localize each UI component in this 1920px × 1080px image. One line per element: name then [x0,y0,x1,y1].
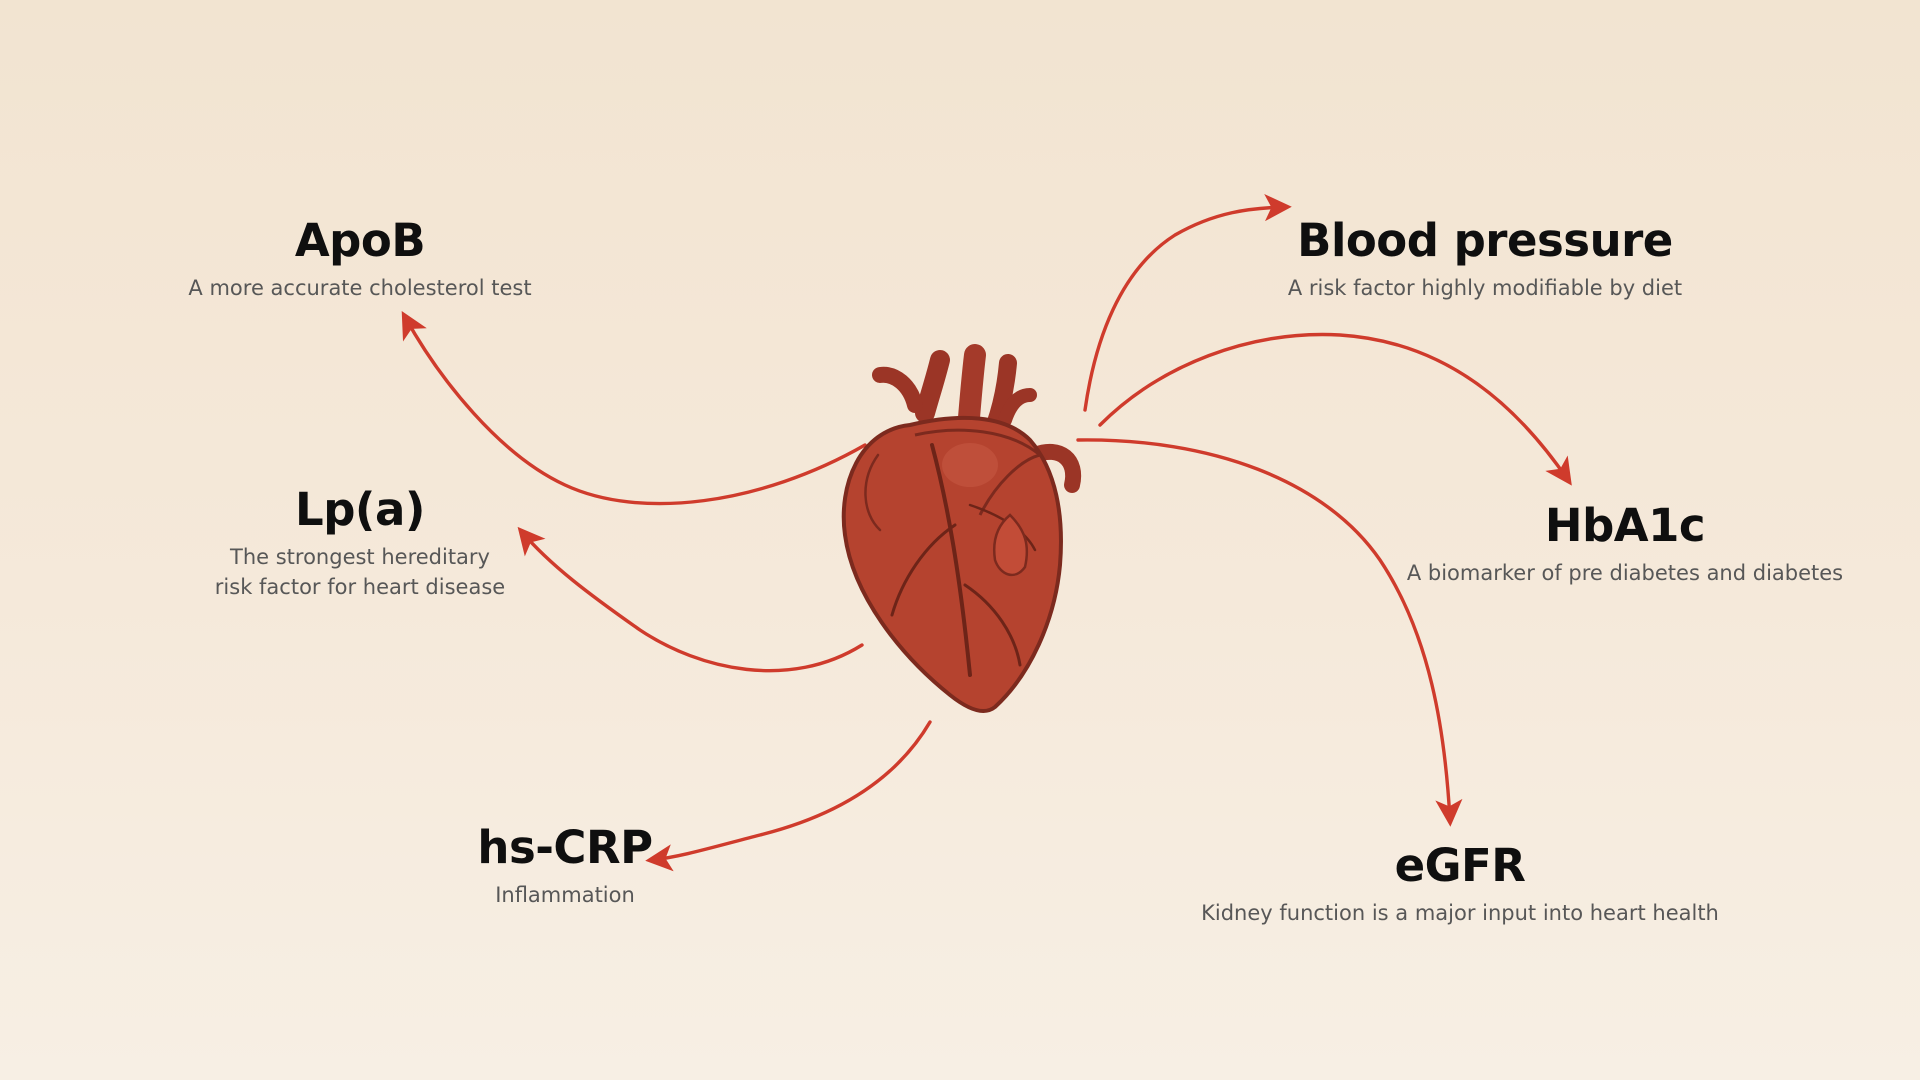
biomarker-hba1c: HbA1c A biomarker of pre diabetes and di… [1390,503,1860,588]
biomarker-apob: ApoB A more accurate cholesterol test [160,218,560,303]
arrow-to-hba1c [1098,332,1572,486]
biomarker-description: A more accurate cholesterol test [188,276,532,300]
biomarker-description: Inflammation [495,883,635,907]
arrow-to-egfr [1076,438,1463,827]
arrow-to-hscrp [645,720,932,872]
biomarker-title: ApoB [294,214,426,267]
biomarker-blood-pressure: Blood pressure A risk factor highly modi… [1245,218,1725,303]
biomarker-description: Kidney function is a major input into he… [1201,901,1719,925]
biomarker-title: HbA1c [1544,499,1706,552]
arrow-to-apob [401,311,867,506]
biomarker-hs-crp: hs-CRP Inflammation [415,825,715,910]
biomarker-description: A biomarker of pre diabetes and diabetes [1406,561,1844,585]
biomarker-lpa: Lp(a) The strongest hereditary risk fact… [160,487,560,603]
arrow-to-blood-pressure [1083,193,1292,412]
biomarker-description: The strongest hereditary risk factor for… [160,542,560,603]
biomarker-description-line-2: risk factor for heart disease [214,575,506,600]
biomarker-title: hs-CRP [477,821,653,874]
arrow-to-lpa [517,526,864,673]
biomarker-title: eGFR [1394,839,1526,892]
biomarker-egfr: eGFR Kidney function is a major input in… [1180,843,1740,928]
anatomical-heart-icon [841,344,1082,713]
biomarker-description: A risk factor highly modifiable by diet [1287,276,1683,300]
biomarker-description-line-1: The strongest hereditary [230,545,490,569]
biomarker-title: Blood pressure [1297,214,1673,267]
biomarker-title: Lp(a) [295,483,425,536]
